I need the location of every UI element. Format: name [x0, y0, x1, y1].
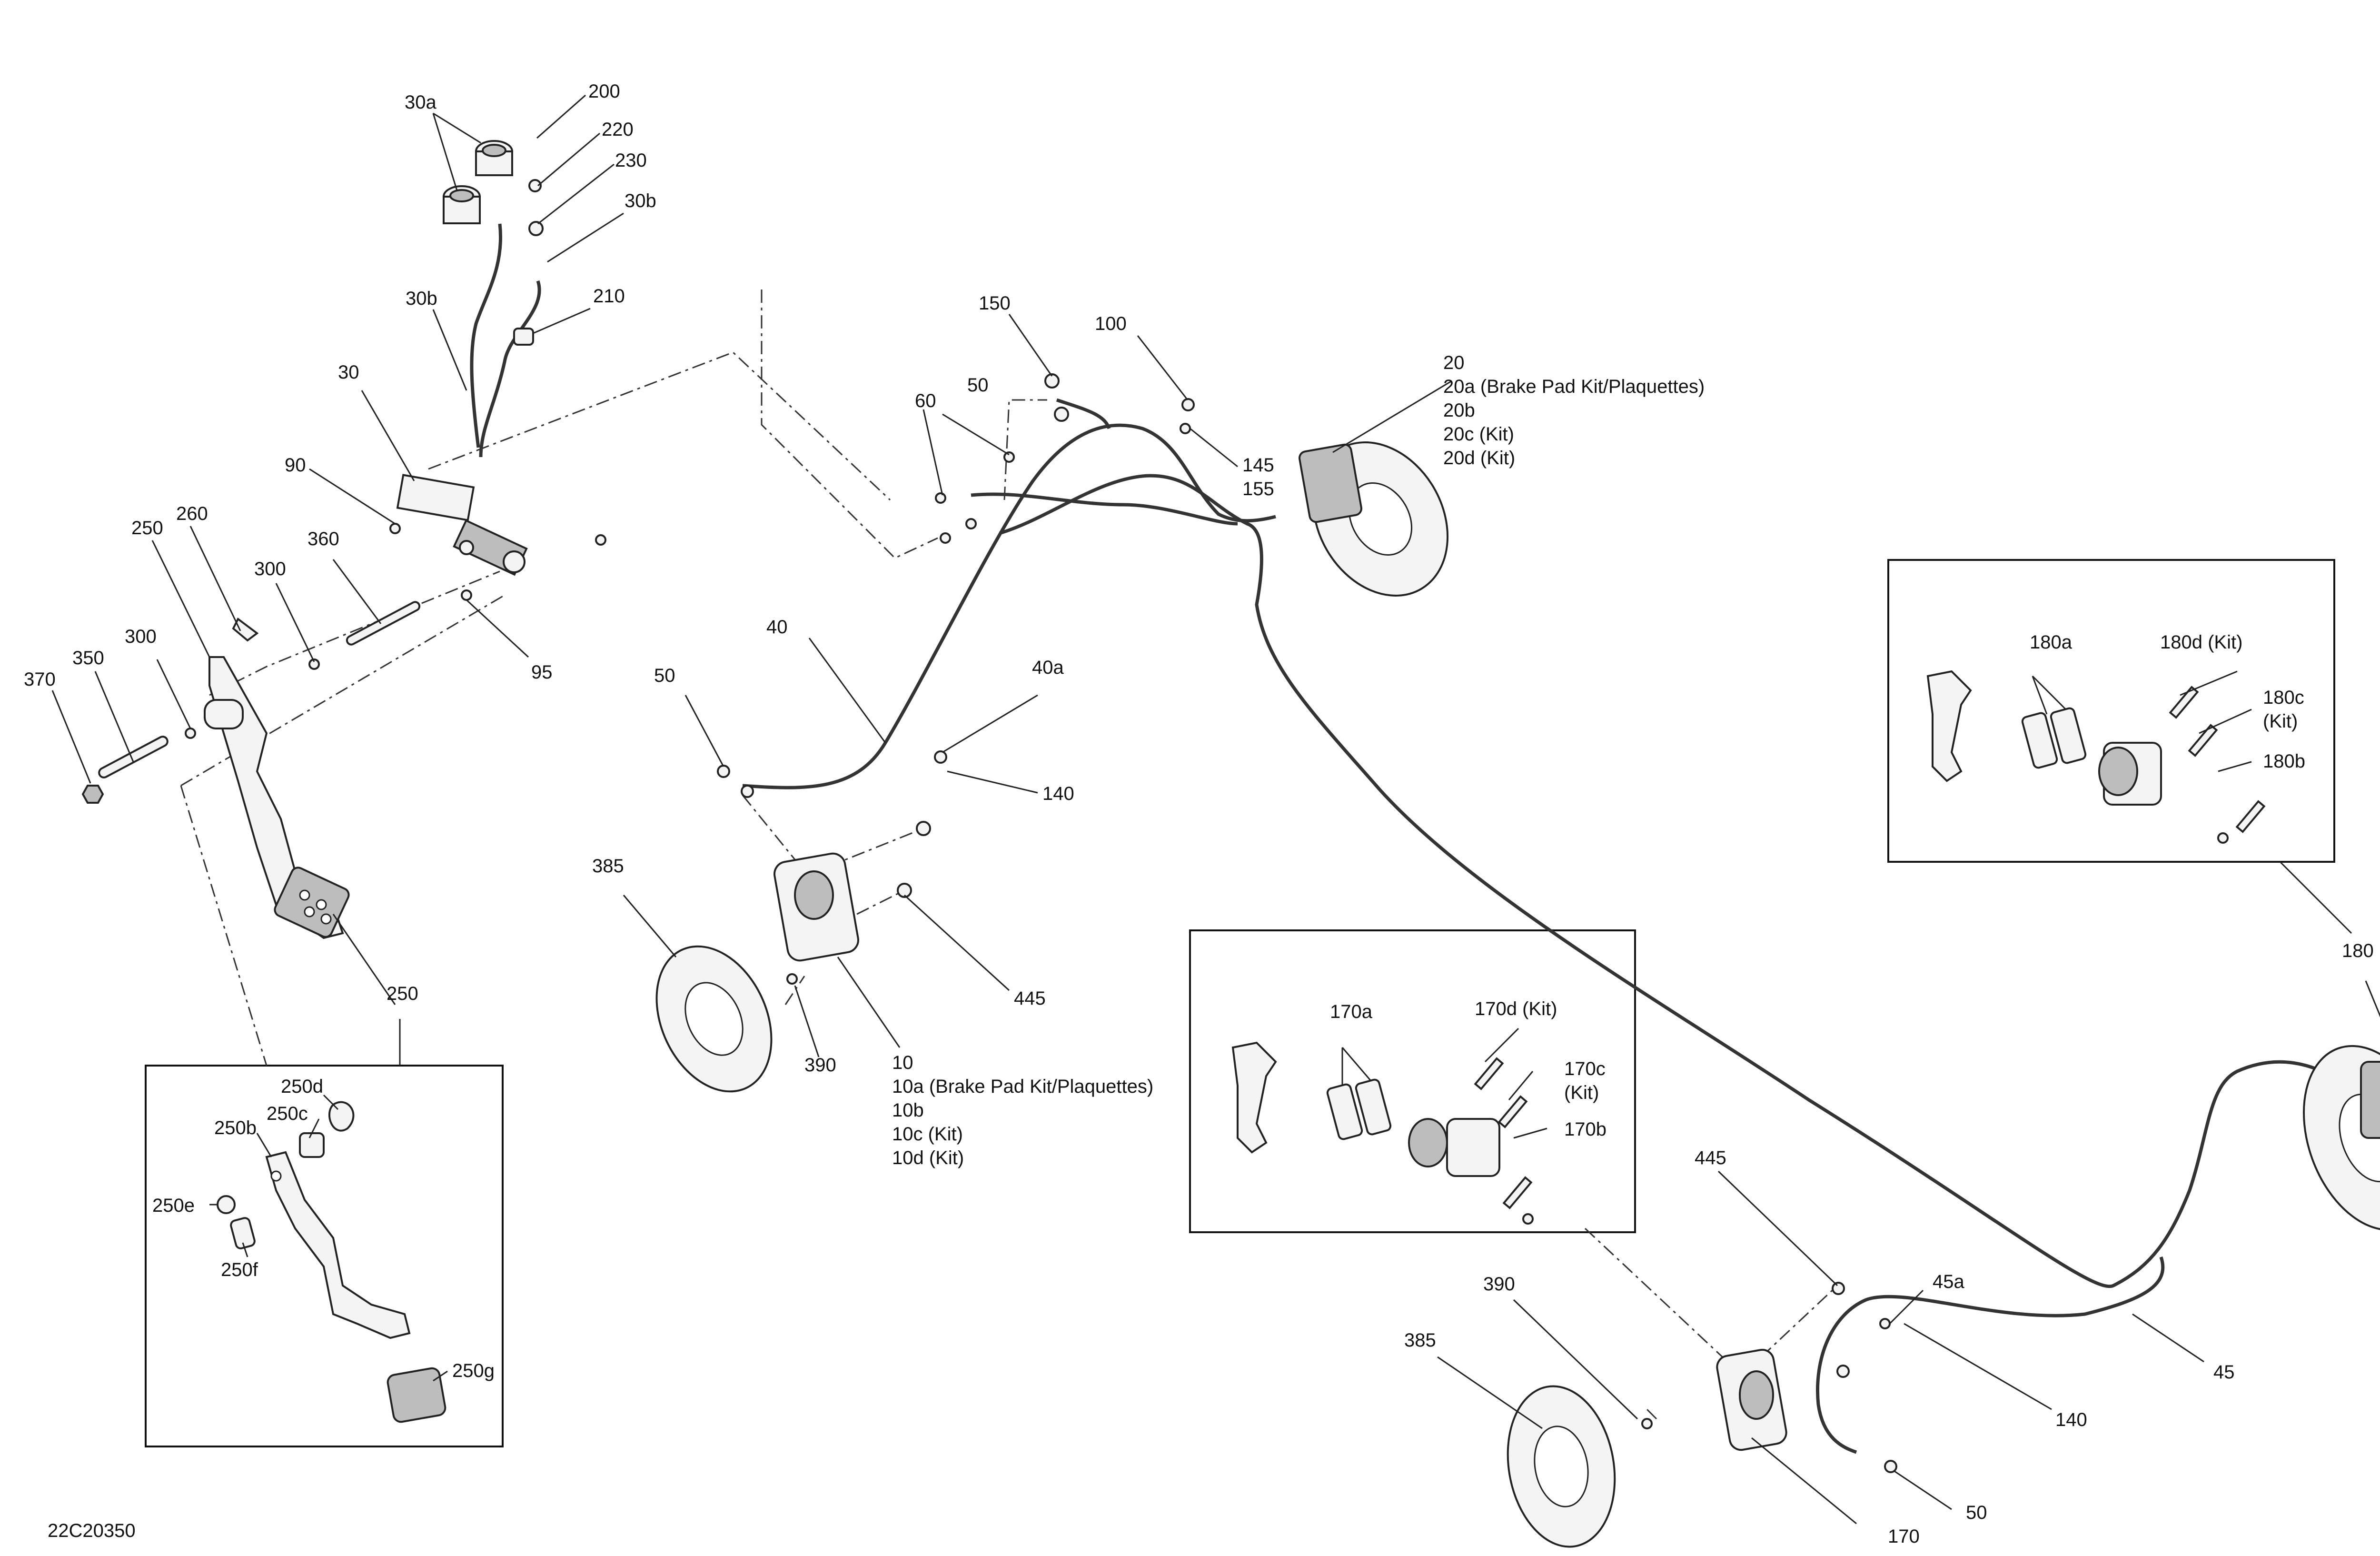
callout-170b: 170b: [1564, 1119, 1606, 1140]
caliper-rear-left-170: [1716, 1282, 1897, 1473]
pedal-detail-box: [145, 1065, 504, 1447]
callout-100: 100: [1095, 313, 1127, 334]
caliper-180-parts: [1926, 670, 2266, 844]
callout-10b: 10b: [892, 1100, 924, 1121]
callout-390-right: 390: [1483, 1274, 1515, 1295]
callout-180c-line1: 180c: [2263, 687, 2304, 708]
callout-30b-top: 30b: [625, 190, 656, 211]
callout-385-right: 385: [1404, 1330, 1436, 1351]
callout-220: 220: [602, 119, 634, 140]
caliper-front-left-10: [774, 821, 931, 962]
callout-50-bottom: 50: [1966, 1502, 1987, 1523]
callout-210: 210: [593, 286, 625, 307]
diagram-id: 22C20350: [48, 1520, 136, 1541]
callout-250-bottom: 250: [387, 983, 418, 1004]
callout-385-left: 385: [592, 856, 624, 877]
callout-10d: 10d (Kit): [892, 1147, 964, 1168]
callout-180c-line2: (Kit): [2263, 711, 2298, 732]
callout-40a: 40a: [1032, 657, 1064, 678]
callout-20d: 20d (Kit): [1443, 448, 1515, 469]
reservoir-30a-lower: [443, 185, 481, 224]
callout-150: 150: [979, 293, 1011, 314]
callout-250c: 250c: [267, 1103, 308, 1124]
disc-rear-left-385: [1507, 1385, 1653, 1548]
small-fittings-top: [389, 179, 606, 601]
callout-155: 155: [1242, 479, 1274, 499]
master-cylinder-30: [396, 474, 528, 576]
caliper-180-detail-box: [1887, 559, 2335, 863]
callout-10c: 10c (Kit): [892, 1124, 963, 1145]
callout-250g: 250g: [452, 1360, 495, 1381]
callout-170a: 170a: [1330, 1001, 1373, 1022]
callout-labels: 30a 200 220 230 30b 30b 210 30 90 95 260…: [24, 81, 2374, 1547]
callout-200: 200: [588, 81, 620, 102]
callout-230: 230: [615, 150, 647, 171]
callout-170c-line2: (Kit): [1564, 1082, 1599, 1103]
callout-10: 10: [892, 1052, 913, 1073]
callout-350: 350: [72, 648, 104, 668]
callout-95: 95: [531, 662, 553, 683]
callout-445-left: 445: [1014, 988, 1046, 1009]
callout-10a: 10a (Brake Pad Kit/Plaquettes): [892, 1076, 1153, 1097]
callout-140-top: 140: [1042, 783, 1074, 804]
callout-170: 170: [1888, 1526, 1920, 1547]
disc-rear-right-180: [2302, 1045, 2380, 1231]
callout-300-b: 300: [125, 626, 157, 647]
callout-40: 40: [766, 617, 788, 638]
callout-90: 90: [285, 455, 306, 476]
callout-445-right: 445: [1695, 1147, 1726, 1168]
callout-20b: 20b: [1443, 400, 1475, 421]
callout-45: 45: [2213, 1362, 2235, 1383]
callout-140-right: 140: [2055, 1409, 2087, 1430]
callout-250b: 250b: [214, 1117, 257, 1138]
callout-170c-line1: 170c: [1564, 1058, 1606, 1079]
callout-250e: 250e: [152, 1195, 195, 1216]
callout-180a: 180a: [2030, 632, 2073, 653]
leader-lines: [51, 94, 2380, 1525]
callout-180d: 180d (Kit): [2160, 632, 2242, 653]
callout-50-top: 50: [967, 375, 989, 396]
callout-145: 145: [1242, 455, 1274, 476]
callout-50-mid: 50: [654, 665, 675, 686]
disc-front-right-20: [1299, 441, 1449, 597]
reservoir-30a-upper: [475, 140, 513, 176]
callout-45a: 45a: [1933, 1271, 1964, 1292]
callout-180: 180: [2342, 940, 2374, 961]
callout-390-left: 390: [804, 1055, 836, 1076]
disc-front-left-385: [655, 945, 798, 1093]
callout-250-top: 250: [131, 518, 163, 539]
callout-300-a: 300: [254, 559, 286, 579]
caliper-170-detail-box: [1189, 929, 1636, 1233]
callout-250d: 250d: [281, 1076, 323, 1097]
callout-170d: 170d (Kit): [1475, 998, 1557, 1019]
caliper-170-parts: [1231, 1041, 1534, 1225]
callout-20: 20: [1443, 352, 1465, 373]
callout-30b-mid: 30b: [406, 288, 437, 309]
callout-260: 260: [176, 503, 208, 524]
callout-250f: 250f: [221, 1259, 258, 1280]
callout-30: 30: [338, 362, 359, 383]
pedal-detail-parts: [217, 1101, 446, 1423]
callout-30a: 30a: [405, 92, 436, 113]
callout-20c: 20c (Kit): [1443, 424, 1514, 445]
callout-370: 370: [24, 669, 56, 690]
callout-180b: 180b: [2263, 751, 2305, 772]
fittings-150-100-60-50: [717, 373, 1195, 798]
brake-lines: [470, 223, 2333, 1454]
callout-360: 360: [307, 529, 339, 549]
callout-20a: 20a (Brake Pad Kit/Plaquettes): [1443, 376, 1705, 397]
callout-60: 60: [915, 390, 936, 411]
brake-pedal-250: [204, 656, 350, 939]
pedal-hardware: [81, 601, 421, 804]
